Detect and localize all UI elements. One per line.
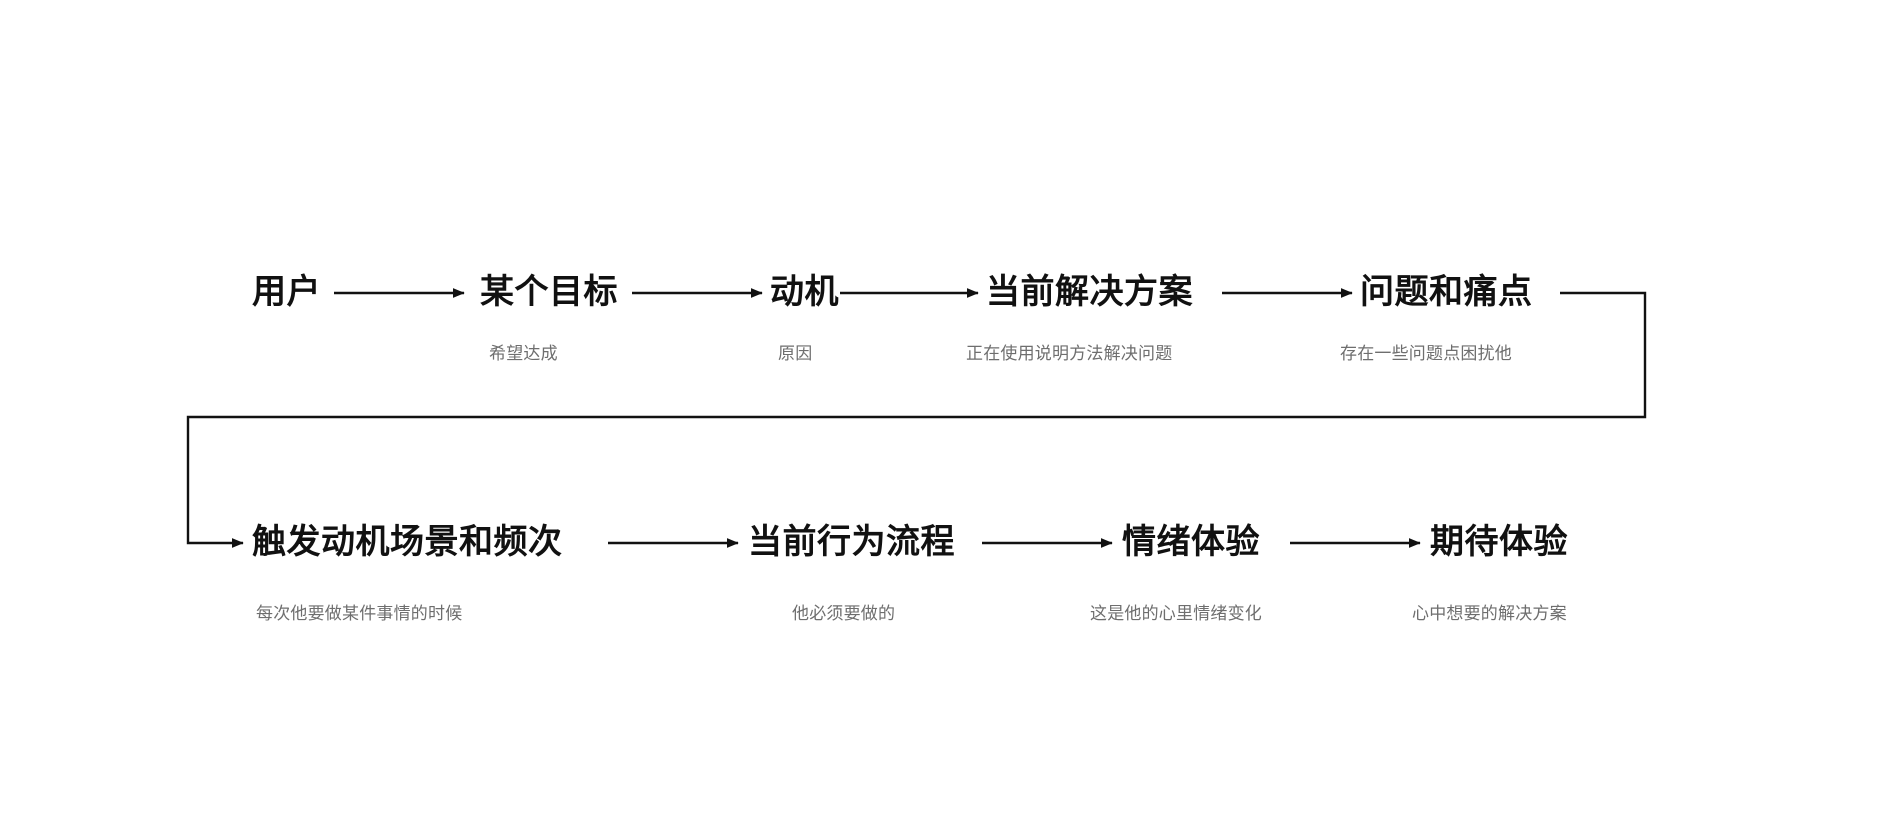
node-current-behavior-label: 当前行为流程 — [748, 523, 955, 561]
node-trigger-scene-label: 触发动机场景和频次 — [252, 523, 563, 561]
node-current-behavior-subtitle: 他必须要做的 — [792, 604, 896, 623]
node-expectation-subtitle: 心中想要的解决方案 — [1412, 604, 1567, 623]
node-goal-label: 某个目标 — [480, 273, 618, 311]
node-emotion-subtitle: 这是他的心里情绪变化 — [1090, 604, 1262, 623]
node-motivation-subtitle: 原因 — [778, 344, 813, 363]
node-motivation-label: 动机 — [770, 273, 839, 311]
node-user-label: 用户 — [252, 273, 321, 311]
node-goal-subtitle: 希望达成 — [489, 344, 558, 363]
node-current-solution[interactable]: 当前解决方案 — [986, 275, 1193, 309]
node-trigger-scene[interactable]: 触发动机场景和频次 — [252, 525, 563, 559]
node-user[interactable]: 用户 — [252, 275, 321, 309]
node-expectation[interactable]: 期待体验 — [1430, 525, 1568, 559]
node-goal[interactable]: 某个目标 — [480, 275, 618, 309]
node-emotion[interactable]: 情绪体验 — [1122, 525, 1260, 559]
arrow-problem-to-trigger — [186, 291, 1647, 548]
node-trigger-scene-subtitle: 每次他要做某件事情的时候 — [256, 604, 463, 623]
node-emotion-label: 情绪体验 — [1122, 523, 1260, 561]
node-motivation[interactable]: 动机 — [770, 275, 839, 309]
node-current-behavior[interactable]: 当前行为流程 — [748, 525, 955, 559]
node-current-solution-subtitle: 正在使用说明方法解决问题 — [966, 344, 1173, 363]
node-problem-pain[interactable]: 问题和痛点 — [1360, 275, 1533, 309]
node-problem-pain-subtitle: 存在一些问题点困扰他 — [1340, 344, 1512, 363]
node-problem-pain-label: 问题和痛点 — [1360, 273, 1533, 311]
node-current-solution-label: 当前解决方案 — [986, 273, 1193, 311]
node-expectation-label: 期待体验 — [1430, 523, 1568, 561]
